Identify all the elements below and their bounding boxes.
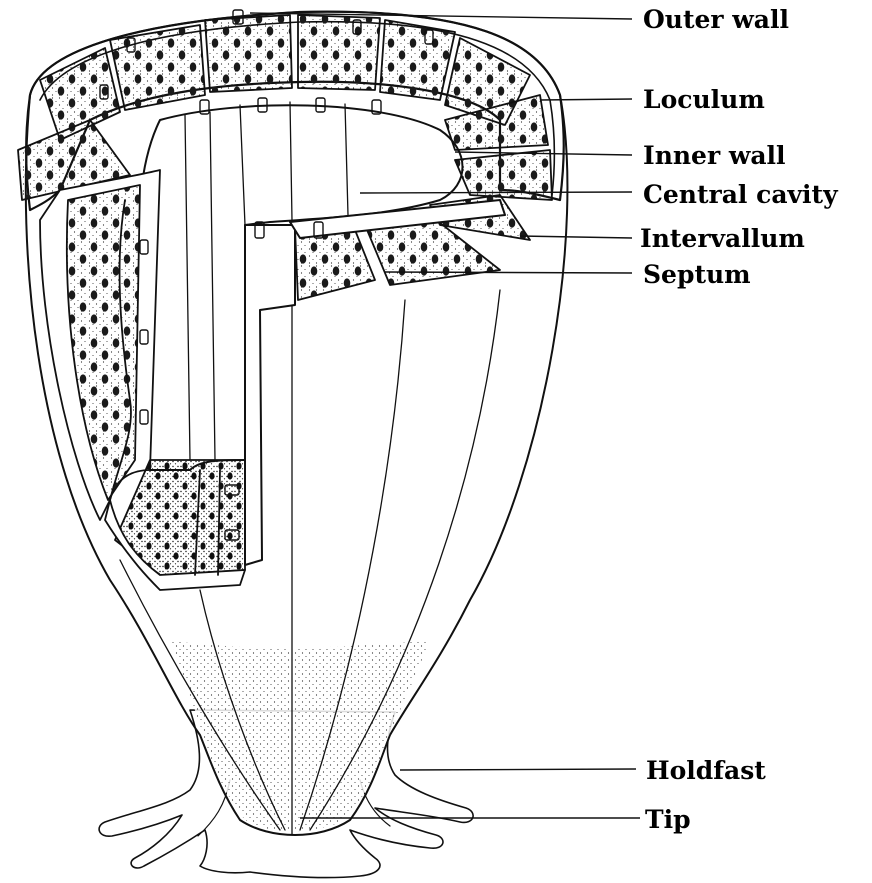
labels: Outer wall Loculum Inner wall Central ca… <box>640 5 839 834</box>
label-septum: Septum <box>643 260 751 289</box>
leader-loculum <box>540 99 632 100</box>
label-tip: Tip <box>645 805 691 834</box>
label-inner-wall: Inner wall <box>643 141 786 170</box>
leader-holdfast <box>400 769 636 770</box>
label-holdfast: Holdfast <box>646 756 766 785</box>
label-intervallum: Intervallum <box>640 224 805 253</box>
leader-intervallum <box>520 236 632 238</box>
label-central-cavity: Central cavity <box>643 180 839 209</box>
label-loculum: Loculum <box>643 85 765 114</box>
label-outer-wall: Outer wall <box>643 5 789 34</box>
leader-central-cavity <box>360 192 632 193</box>
